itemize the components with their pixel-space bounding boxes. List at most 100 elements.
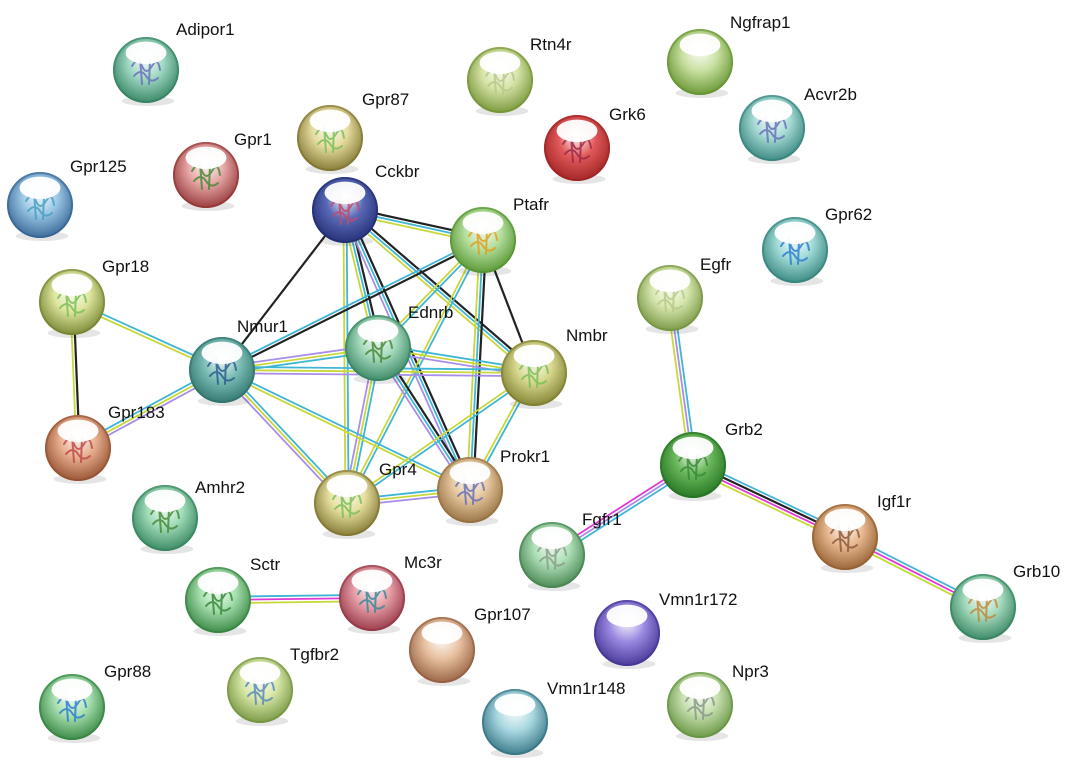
node-highlight (144, 489, 186, 513)
node-egfr[interactable]: Egfr (637, 255, 732, 334)
protein-structure-icon (780, 237, 810, 265)
node-rtn4r[interactable]: Rtn4r (467, 35, 572, 116)
edge-strand-textmining (345, 370, 534, 503)
edge-nmbr-gpr4[interactable] (345, 370, 536, 506)
node-mc3r[interactable]: Mc3r (339, 553, 442, 634)
node-gpr87[interactable]: Gpr87 (297, 90, 409, 174)
node-rim (189, 337, 255, 403)
protein-structure-icon (678, 452, 708, 480)
protein-structure-icon (519, 360, 549, 388)
node-rim (409, 617, 475, 683)
node-amhr2[interactable]: Amhr2 (132, 478, 245, 554)
node-label-fgfr1: Fgfr1 (582, 510, 622, 529)
node-highlight (19, 176, 61, 200)
protein-structure-icon (757, 115, 787, 143)
node-highlight (672, 436, 714, 460)
node-highlight (649, 269, 691, 293)
node-rim (39, 269, 105, 335)
node-grb2[interactable]: Grb2 (660, 420, 763, 501)
node-nmbr[interactable]: Nmbr (501, 326, 608, 409)
edge-strand-database (220, 237, 483, 370)
node-nmur1[interactable]: Nmur1 (189, 317, 288, 406)
node-npr3[interactable]: Npr3 (667, 662, 769, 741)
node-label-mc3r: Mc3r (404, 553, 442, 572)
protein-structure-icon (537, 542, 567, 570)
node-highlight (962, 578, 1004, 602)
edge-strand-database (344, 209, 535, 374)
node-label-prokr1: Prokr1 (500, 447, 550, 466)
protein-structure-icon (191, 162, 221, 190)
node-vmn1r148[interactable]: Vmn1r148 (482, 679, 625, 758)
node-grk6[interactable]: Grk6 (544, 105, 646, 184)
node-rim (314, 470, 380, 536)
node-label-gpr4: Gpr4 (379, 460, 417, 479)
protein-structure-icon (315, 125, 345, 153)
node-highlight (185, 146, 227, 170)
protein-structure-icon (131, 57, 161, 85)
node-gpr18[interactable]: Gpr18 (39, 257, 149, 338)
node-tgfbr2[interactable]: Tgfbr2 (227, 645, 339, 726)
node-rim (173, 142, 239, 208)
protein-structure-icon (363, 335, 393, 363)
node-rim (312, 177, 378, 243)
node-label-npr3: Npr3 (732, 662, 769, 681)
network-nodes: Adipor1Rtn4rNgfrap1Gpr87Grk6Acvr2bGpr1Gp… (7, 13, 1060, 758)
node-label-gpr88: Gpr88 (104, 662, 151, 681)
node-gpr88[interactable]: Gpr88 (39, 662, 151, 743)
node-ptafr[interactable]: Ptafr (450, 195, 549, 276)
node-label-grb10: Grb10 (1013, 562, 1060, 581)
node-ednrb[interactable]: Ednrb (345, 303, 453, 384)
protein-structure-icon (25, 192, 55, 220)
node-rim (739, 95, 805, 161)
node-gpr62[interactable]: Gpr62 (762, 205, 872, 286)
node-gpr4[interactable]: Gpr4 (314, 460, 417, 539)
edge-strand-database (347, 373, 536, 506)
node-adipor1[interactable]: Adipor1 (113, 20, 235, 106)
node-label-grk6: Grk6 (609, 105, 646, 124)
protein-structure-icon (57, 289, 87, 317)
node-gpr125[interactable]: Gpr125 (7, 157, 127, 241)
node-highlight (679, 676, 721, 700)
edge-ptafr-nmur1[interactable] (220, 237, 485, 373)
node-highlight (679, 33, 721, 57)
node-grb10[interactable]: Grb10 (950, 562, 1060, 643)
node-fgfr1[interactable]: Fgfr1 (519, 510, 622, 591)
edge-nmur1-prokr1[interactable] (220, 367, 472, 493)
node-vmn1r172[interactable]: Vmn1r172 (594, 590, 737, 669)
node-highlight (606, 604, 648, 628)
node-igf1r[interactable]: Igf1r (812, 492, 911, 573)
node-prokr1[interactable]: Prokr1 (437, 447, 550, 526)
node-rim (467, 47, 533, 113)
node-label-ednrb: Ednrb (408, 303, 453, 322)
node-ngfrap1[interactable]: Ngfrap1 (667, 13, 790, 98)
node-label-igf1r: Igf1r (877, 492, 911, 511)
node-label-egfr: Egfr (700, 255, 732, 274)
node-highlight (774, 221, 816, 245)
node-cckbr[interactable]: Cckbr (312, 162, 420, 246)
node-label-gpr125: Gpr125 (70, 157, 127, 176)
node-rim (544, 115, 610, 181)
node-gpr1[interactable]: Gpr1 (173, 130, 272, 211)
node-highlight (479, 51, 521, 75)
node-rim (39, 674, 105, 740)
node-acvr2b[interactable]: Acvr2b (739, 85, 857, 164)
node-highlight (531, 526, 573, 550)
edge-strand-textmining (342, 211, 533, 377)
node-label-adipor1: Adipor1 (176, 20, 235, 39)
node-highlight (421, 621, 463, 645)
node-rim (519, 522, 585, 588)
node-rim (667, 672, 733, 738)
node-rim (594, 600, 660, 666)
node-gpr183[interactable]: Gpr183 (45, 403, 165, 484)
node-highlight (494, 693, 536, 717)
node-sctr[interactable]: Sctr (185, 555, 281, 636)
edge-cckbr-nmbr[interactable] (342, 206, 537, 377)
edge-cckbr-nmur1[interactable] (221, 209, 346, 371)
node-highlight (57, 419, 99, 443)
node-label-vmn1r172: Vmn1r172 (659, 590, 737, 609)
edge-strand-textmining (220, 370, 470, 493)
protein-structure-icon (57, 694, 87, 722)
node-gpr107[interactable]: Gpr107 (409, 605, 531, 686)
protein-structure-icon (332, 490, 362, 518)
